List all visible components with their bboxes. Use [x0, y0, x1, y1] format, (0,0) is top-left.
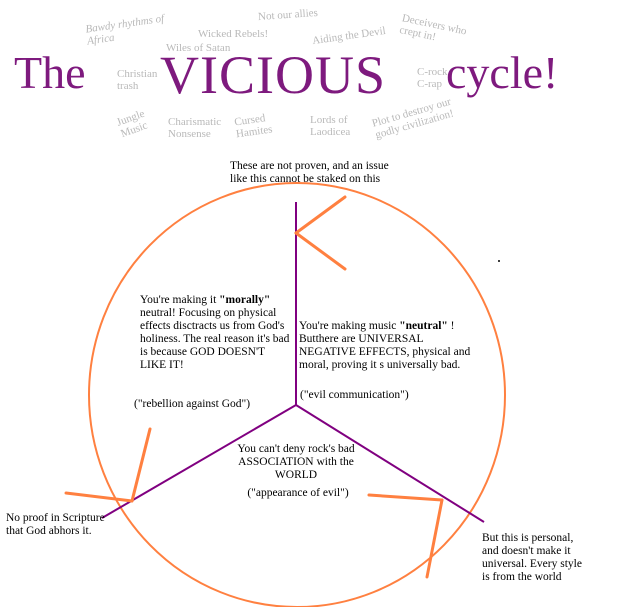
note-top: These are not proven, and an issue like …	[230, 160, 389, 185]
note-bottom: You can't deny rock's bad ASSOCIATION wi…	[237, 443, 355, 481]
note-bottom-left: No proof in Scripture that God abhors it…	[6, 512, 105, 537]
note-right: You're making music "neutral" !Butthere …	[299, 320, 471, 372]
note-right-bold: "neutral"	[399, 320, 448, 332]
arrow-right	[367, 493, 444, 579]
cycle-circle	[88, 182, 506, 607]
note-left-bold: "morally"	[219, 294, 271, 306]
note-bottom-right: But this is personal, and doesn't make i…	[482, 532, 582, 583]
note-left-quote: ("rebellion against God")	[134, 398, 251, 410]
dot-marker	[498, 260, 500, 262]
arrow-left	[64, 427, 152, 503]
label-lords: Lords of Laodicea	[310, 114, 351, 138]
note-right-mark: !	[450, 320, 455, 332]
label-wicked: Wicked Rebels!	[198, 28, 269, 40]
title-the: The	[14, 47, 86, 98]
note-left: You're making it "morally" neutral! Focu…	[140, 294, 292, 372]
label-wiles: Wiles of Satan	[166, 42, 231, 54]
label-christian-trash: Christian trash	[117, 68, 158, 92]
spoke-right	[295, 404, 485, 523]
note-left-post: neutral! Focusing on physical effects di…	[140, 307, 290, 371]
label-charismatic: Charismatic Nonsense	[168, 116, 222, 140]
note-right-pre: You're making music	[299, 320, 400, 332]
title-vicious: VICIOUS	[160, 45, 387, 105]
arrow-top	[294, 195, 347, 271]
note-bottom-quote: ("appearance of evil")	[247, 487, 349, 499]
note-right-post: Butthere are UNIVERSAL NEGATIVE EFFECTS,…	[299, 333, 471, 371]
label-crock: C-rock C-rap	[417, 66, 448, 90]
note-left-pre: You're making it	[140, 294, 220, 306]
note-right-quote: ("evil communication")	[300, 389, 409, 401]
spoke-left	[101, 404, 297, 519]
title-cycle: cycle!	[446, 47, 559, 98]
